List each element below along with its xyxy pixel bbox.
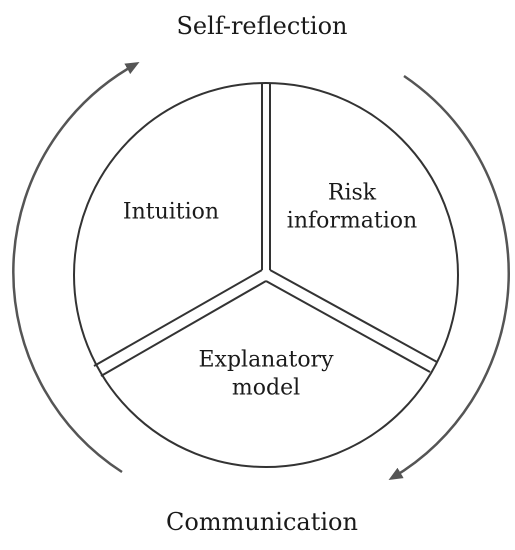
explanatory-model-line-1: Explanatory <box>198 347 334 373</box>
self-reflection-label: Self-reflection <box>176 12 348 40</box>
risk-information-label: Risk information <box>287 180 417 235</box>
left-cycle-arrow <box>12 62 140 474</box>
risk-information-line-2: information <box>286 208 418 233</box>
segment-dividers <box>93 83 438 377</box>
risk-information-line-1: Risk <box>327 180 377 206</box>
pie-outer-circle <box>73 82 459 468</box>
explanatory-model-label: Explanatory model <box>198 347 333 402</box>
explanatory-model-line-2: model <box>231 375 301 400</box>
right-cycle-arrow <box>388 74 510 481</box>
communication-label: Communication <box>166 508 358 536</box>
intuition-label: Intuition <box>122 199 220 225</box>
